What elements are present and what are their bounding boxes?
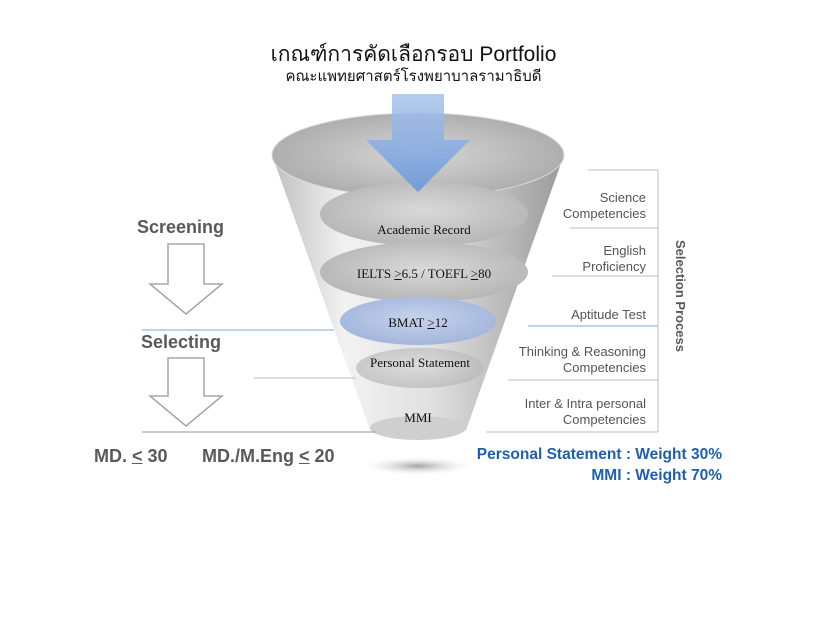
ielts-symbol: >: [394, 266, 402, 281]
mdeng-value: 20: [309, 446, 335, 466]
page-title: เกณฑ์การคัดเลือกรอบ Portfolio: [270, 43, 557, 66]
competency-line: English: [603, 243, 646, 258]
competency-english: English Proficiency: [446, 243, 646, 275]
competency-line: Aptitude Test: [571, 307, 646, 322]
selection-process-label: Selection Process: [673, 240, 688, 352]
competency-line: Competencies: [562, 412, 646, 427]
stage-label-bmat: BMAT >12: [318, 315, 518, 331]
funnel-shadow: [358, 456, 478, 476]
screening-label: Screening: [137, 217, 225, 237]
weight-mmi: MMI : Weight 70%: [591, 467, 722, 484]
stage-label-ielts: IELTS >6.5 / TOEFL >80: [324, 266, 524, 282]
competency-line: Competencies: [562, 206, 646, 221]
competency-inter-intra: Inter & Intra personal Competencies: [446, 396, 646, 428]
md-quota: MD. < 30: [94, 446, 168, 467]
competency-line: Thinking & Reasoning: [518, 344, 646, 359]
toefl-text: 6.5 / TOEFL: [401, 266, 471, 281]
stage-label-personal-statement: Personal Statement: [369, 355, 470, 370]
stage-ring-ielts: [320, 242, 528, 302]
md-symbol: <: [132, 446, 143, 466]
ielts-text: IELTS: [356, 266, 395, 281]
selecting-arrow: [147, 357, 225, 427]
competency-thinking: Thinking & Reasoning Competencies: [446, 344, 646, 376]
screening-arrow: [147, 243, 225, 315]
down-arrow-blue: [366, 94, 470, 192]
bmat-value: 12: [434, 315, 448, 330]
mdeng-label: MD./M.Eng: [202, 446, 299, 466]
md-label: MD.: [94, 446, 132, 466]
stage-ring-personal: [356, 348, 484, 388]
stage-label-mmi: MMI: [404, 410, 432, 425]
bmat-text: BMAT: [388, 315, 428, 330]
competency-science: Science Competencies: [446, 190, 646, 222]
page-subtitle: คณะแพทยศาสตร์โรงพยาบาลรามาธิบดี: [285, 68, 542, 85]
competency-line: Competencies: [562, 360, 646, 375]
selecting-label: Selecting: [141, 332, 222, 352]
funnel-bottom: [370, 416, 466, 440]
toefl-value: 80: [478, 266, 492, 281]
competency-line: Science: [599, 190, 646, 205]
competency-aptitude: Aptitude Test: [446, 307, 646, 323]
mdeng-symbol: <: [299, 446, 310, 466]
weight-personal-statement: Personal Statement : Weight 30%: [476, 446, 722, 463]
competency-line: Proficiency: [582, 259, 646, 274]
toefl-symbol: >: [470, 266, 479, 281]
bmat-symbol: >: [427, 315, 435, 330]
stage-ring-academic: [320, 182, 528, 246]
mdeng-quota: MD./M.Eng < 20: [202, 446, 335, 467]
md-value: 30: [142, 446, 168, 466]
stage-label-academic: Academic Record: [377, 222, 471, 237]
stage-ring-bmat: [340, 297, 496, 345]
competency-line: Inter & Intra personal: [524, 396, 646, 411]
